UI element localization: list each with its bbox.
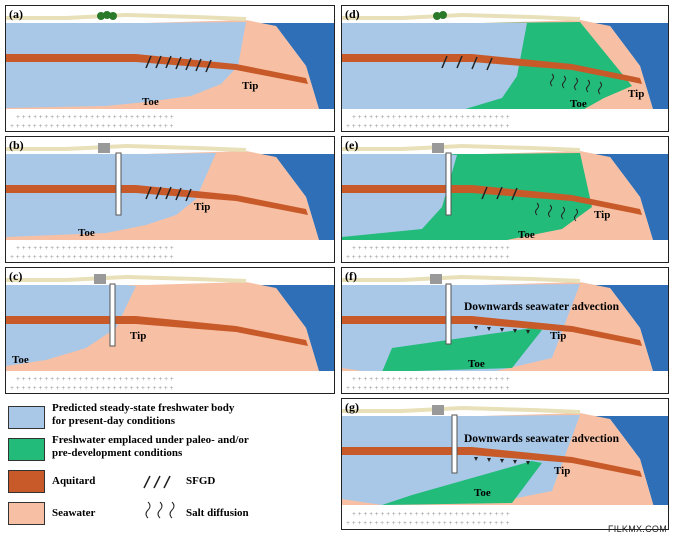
panel-b: + + + + + + + + + + + + + + + + + + + + … xyxy=(5,136,335,263)
legend-swatch-aquitard xyxy=(8,470,45,493)
salt-diffusion-icon xyxy=(145,501,175,519)
well-icon xyxy=(445,152,452,216)
panel-a: + + + + + + + + + + + + + + + + + + + + … xyxy=(5,5,335,132)
svg-text:+ + + + + + + + + + + + + + +: + + + + + + + + + + + + + + + + + + + + … xyxy=(352,113,510,121)
legend-emplaced-text: Freshwater emplaced under paleo- and/or … xyxy=(52,434,249,459)
trees-icon xyxy=(97,11,117,20)
svg-text:+ + + + + + + + + + + + + + +: + + + + + + + + + + + + + + + + + + + + … xyxy=(10,253,174,261)
toe-label: Toe xyxy=(474,487,491,499)
svg-text:+ + + + + + + + + + + + + + +: + + + + + + + + + + + + + + + + + + + + … xyxy=(10,122,174,130)
panel-label: (f) xyxy=(345,269,357,283)
panel-d-cross-section: + + + + + + + + + + + + + + + + + + + + … xyxy=(342,6,668,131)
buildings-icon xyxy=(98,143,110,153)
tip-label: Tip xyxy=(242,80,259,92)
freshwater-body xyxy=(6,22,246,108)
legend-swatch-predicted xyxy=(8,406,45,429)
salt-diffusion-icons xyxy=(550,73,602,95)
advection-arrows xyxy=(474,326,530,334)
buildings-icon xyxy=(432,143,444,153)
panel-e-cross-section: + + + + + + + + + + + + + + + + + + + + … xyxy=(342,137,668,262)
well-icon xyxy=(451,414,458,474)
buildings-icon xyxy=(432,405,444,415)
legend-predicted-text: Predicted steady-state freshwater body f… xyxy=(52,402,235,427)
tip-label: Tip xyxy=(194,201,211,213)
toe-label: Toe xyxy=(142,96,159,108)
svg-text:+ + + + + + + + + + + + + + +: + + + + + + + + + + + + + + + + + + + + … xyxy=(16,113,174,121)
panel-g-cross-section: + + + + + + + + + + + + + + + + + + + + … xyxy=(342,399,668,529)
legend-salt-diffusion-text: Salt diffusion xyxy=(186,507,249,519)
panel-c: + + + + + + + + + + + + + + + + + + + + … xyxy=(5,267,335,394)
panel-c-cross-section: + + + + + + + + + + + + + + + + + + + + … xyxy=(6,268,334,393)
aquitard xyxy=(6,54,308,84)
panel-label: (a) xyxy=(9,7,23,21)
panel-g: + + + + + + + + + + + + + + + + + + + + … xyxy=(341,398,669,530)
svg-text:+ + + + + + + + + + + + + + +: + + + + + + + + + + + + + + + + + + + + … xyxy=(346,253,510,261)
panel-a-cross-section: + + + + + + + + + + + + + + + + + + + + … xyxy=(6,6,334,131)
svg-text:+ + + + + + + + + + + + + + +: + + + + + + + + + + + + + + + + + + + + … xyxy=(16,244,174,252)
svg-text:+ + + + + + + + + + + + + + +: + + + + + + + + + + + + + + + + + + + + … xyxy=(346,519,510,527)
svg-text:+ + + + + + + + + + + + + + +: + + + + + + + + + + + + + + + + + + + + … xyxy=(10,384,174,392)
panel-label: (d) xyxy=(345,7,360,21)
svg-text:+ + + + + + + + + + + + + + +: + + + + + + + + + + + + + + + + + + + + … xyxy=(346,384,510,392)
svg-text:+ + + + + + + + + + + + + + +: + + + + + + + + + + + + + + + + + + + + … xyxy=(352,510,510,518)
panel-f: + + + + + + + + + + + + + + + + + + + + … xyxy=(341,267,669,394)
legend-sfgd-text: SFGD xyxy=(186,475,216,487)
panel-b-cross-section: + + + + + + + + + + + + + + + + + + + + … xyxy=(6,137,334,262)
well-icon xyxy=(445,283,452,345)
toe-label: Toe xyxy=(518,229,535,241)
legend: Predicted steady-state freshwater body f… xyxy=(0,398,340,533)
panel-label: (g) xyxy=(345,400,359,414)
buildings-icon xyxy=(94,274,106,284)
panel-d: + + + + + + + + + + + + + + + + + + + + … xyxy=(341,5,669,132)
panel-label: (b) xyxy=(9,138,24,152)
toe-label: Toe xyxy=(570,98,587,110)
basement-crosses: + + + + + + + + + + + + + + + + + + + + … xyxy=(10,113,174,130)
tip-label: Tip xyxy=(594,209,611,221)
panel-f-cross-section: + + + + + + + + + + + + + + + + + + + + … xyxy=(342,268,668,393)
basement xyxy=(6,109,334,131)
tip-label: Tip xyxy=(130,330,147,342)
panel-label: (c) xyxy=(9,269,23,283)
advection-label: Downwards seawater advection xyxy=(464,301,620,313)
tip-label: Tip xyxy=(554,465,571,477)
svg-text:+ + + + + + + + + + + + + + +: + + + + + + + + + + + + + + + + + + + + … xyxy=(346,122,510,130)
svg-text:+ + + + + + + + + + + + + + +: + + + + + + + + + + + + + + + + + + + + … xyxy=(352,244,510,252)
legend-swatch-emplaced xyxy=(8,438,45,461)
well-icon xyxy=(109,283,116,347)
sfgd-icon xyxy=(143,475,171,489)
panel-e: + + + + + + + + + + + + + + + + + + + + … xyxy=(341,136,669,263)
svg-text:+ + + + + + + + + + + + + + +: + + + + + + + + + + + + + + + + + + + + … xyxy=(16,375,174,383)
toe-label: Toe xyxy=(78,227,95,239)
legend-seawater-text: Seawater xyxy=(52,507,96,519)
svg-text:+ + + + + + + + + + + + + + +: + + + + + + + + + + + + + + + + + + + + … xyxy=(352,375,510,383)
toe-label: Toe xyxy=(468,358,485,370)
watermark: FILKMX.COM xyxy=(607,524,667,534)
toe-label: Toe xyxy=(12,354,29,366)
advection-label: Downwards seawater advection xyxy=(464,433,620,445)
panel-label: (e) xyxy=(345,138,359,152)
legend-aquitard-text: Aquitard xyxy=(52,475,96,487)
tip-label: Tip xyxy=(550,330,567,342)
tip-label: Tip xyxy=(628,88,645,100)
buildings-icon xyxy=(430,274,442,284)
trees-icon xyxy=(433,11,447,20)
sfgd-arrows xyxy=(145,55,212,73)
well-icon xyxy=(115,152,122,216)
ocean xyxy=(146,23,334,131)
legend-swatch-seawater xyxy=(8,502,45,525)
